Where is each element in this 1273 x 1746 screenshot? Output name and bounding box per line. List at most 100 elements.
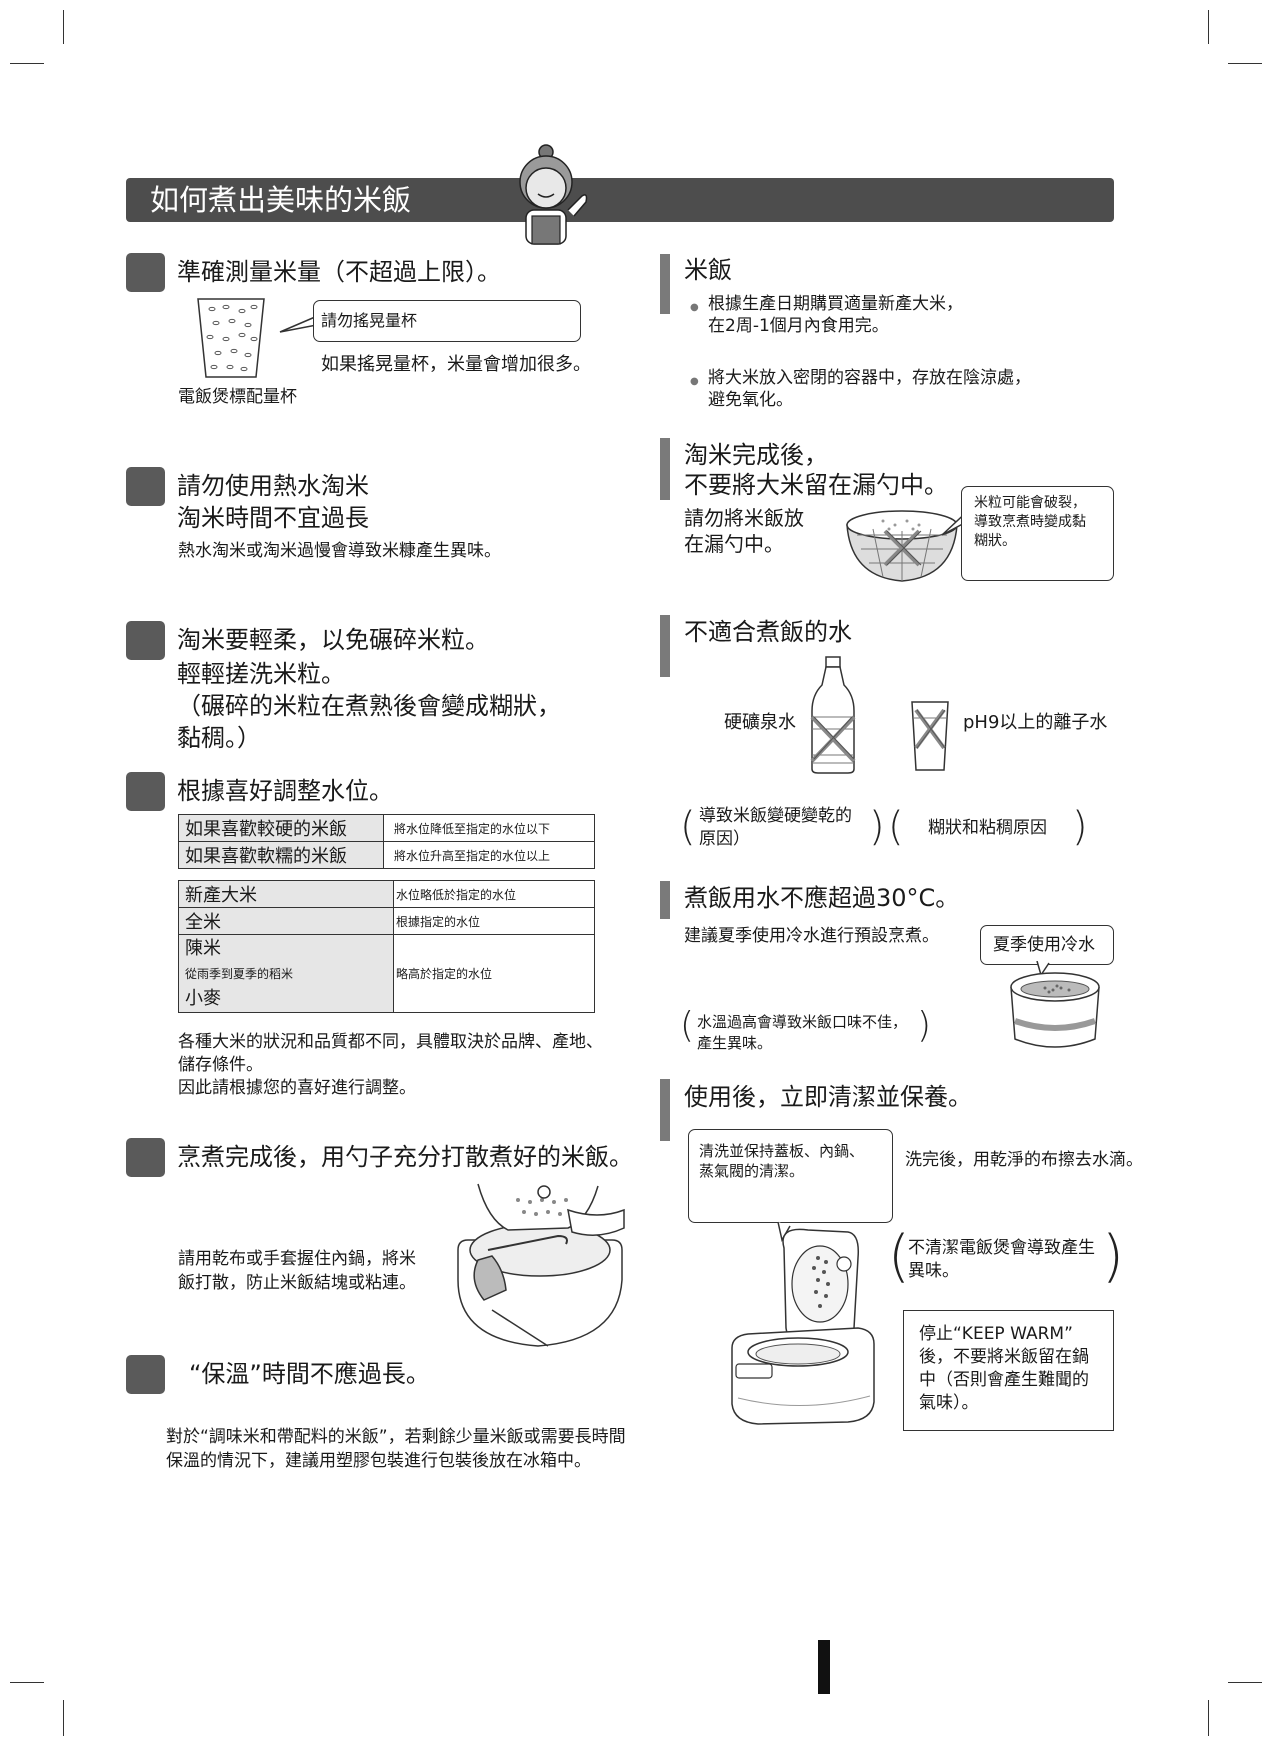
table-cell: 新產大米 bbox=[178, 880, 394, 908]
rice-note-1: 各種大米的狀況和品質都不同，具體取決於品牌、產地、 bbox=[178, 1032, 603, 1052]
rice-heading: 米飯 bbox=[684, 256, 732, 284]
crop-mark bbox=[63, 1700, 64, 1736]
paren-open: ( bbox=[888, 1224, 910, 1289]
title-banner: 如何煮出美味的米飯 bbox=[126, 178, 1114, 222]
water-bottle-image bbox=[810, 656, 856, 774]
section-bar bbox=[660, 438, 670, 500]
reason-hard-2: 原因） bbox=[699, 829, 750, 849]
colander-image bbox=[846, 510, 958, 582]
step-5-body-1: 請用乾布或手套握住內鍋，將米 bbox=[178, 1249, 416, 1269]
drain-heading-1: 淘米完成後， bbox=[684, 441, 828, 469]
step-2-heading-2: 淘米時間不宜過長 bbox=[177, 504, 369, 532]
paren-open: ( bbox=[680, 804, 696, 850]
callout-pointer bbox=[279, 313, 322, 333]
rice-note-2: 儲存條件。 bbox=[178, 1055, 263, 1075]
old-rice-label: 陳米 bbox=[185, 938, 221, 959]
cleaning-heading: 使用後，立即清潔並保養。 bbox=[684, 1083, 972, 1111]
crop-mark bbox=[1228, 1682, 1262, 1683]
paren-close: ) bbox=[1072, 804, 1088, 850]
keep-warm-line-1: 停止“KEEP WARM” bbox=[919, 1324, 1073, 1344]
step-6-heading: “保溫”時間不應過長。 bbox=[189, 1360, 430, 1388]
paren-close: ) bbox=[917, 1005, 932, 1046]
page-title: 如何煮出美味的米飯 bbox=[150, 183, 412, 217]
table-cell: 全米 bbox=[178, 907, 394, 935]
keep-warm-line-2: 後，不要將米飯留在鍋 bbox=[919, 1347, 1089, 1367]
step-2-heading-1: 請勿使用熱水淘米 bbox=[177, 472, 369, 500]
step-6-body-2: 保溫的情況下，建議用塑膠包裝進行包裝後放在冰箱中。 bbox=[166, 1451, 591, 1471]
step-2-body: 熱水淘米或淘米過慢會導致米糠產生異味。 bbox=[178, 541, 501, 561]
section-bar bbox=[660, 615, 670, 677]
page-tab bbox=[818, 1640, 830, 1694]
rice-note-3: 因此請根據您的喜好進行調整。 bbox=[178, 1078, 416, 1098]
paren-close: ) bbox=[869, 804, 885, 850]
section-bar bbox=[660, 1079, 670, 1141]
table-cell: 將水位升高至指定的水位以上 bbox=[383, 841, 595, 869]
keep-warm-line-3: 中（否則會產生難聞的 bbox=[919, 1370, 1089, 1390]
temperature-note-2: 產生異味。 bbox=[697, 1034, 773, 1052]
crop-mark bbox=[1208, 10, 1209, 44]
cup-caption: 電飯煲標配量杯 bbox=[178, 387, 297, 407]
step-marker bbox=[126, 772, 165, 811]
callout-text: 夏季使用冷水 bbox=[993, 935, 1095, 955]
section-bar bbox=[660, 881, 670, 919]
keep-warm-box: 停止“KEEP WARM” 後，不要將米飯留在鍋 中（否則會產生難聞的 氣味）。 bbox=[903, 1310, 1114, 1431]
step-marker bbox=[126, 253, 165, 292]
water-heading: 不適合煮飯的水 bbox=[684, 618, 852, 646]
step-5-heading: 烹煮完成後，用勺子充分打散煮好的米飯。 bbox=[177, 1143, 633, 1171]
step-3-line-2: 輕輕搓洗米粒。 bbox=[177, 660, 345, 688]
inner-pot-image bbox=[1010, 961, 1100, 1048]
water-glass-image bbox=[911, 701, 949, 771]
wheat-label: 小麥 bbox=[185, 988, 221, 1009]
no-shake-callout: 請勿搖晃量杯 bbox=[313, 300, 581, 342]
measuring-cup-image bbox=[197, 298, 265, 378]
step-5-body-2: 飯打散，防止米飯結塊或粘連。 bbox=[178, 1273, 416, 1293]
crop-mark bbox=[63, 10, 64, 44]
summer-rice-label: 從雨季到夏季的稻米 bbox=[185, 967, 294, 981]
crop-mark bbox=[10, 1682, 44, 1683]
odor-note-1: 不清潔電飯煲會導致產生 bbox=[908, 1238, 1095, 1258]
crop-mark bbox=[10, 63, 44, 64]
step-3-line-4: 黏稠。） bbox=[177, 724, 261, 752]
rice-bullet-1b: 在2周-1個月內食用完。 bbox=[708, 316, 889, 336]
crop-mark bbox=[1208, 1700, 1209, 1736]
drain-heading-2: 不要將大米留在漏勺中。 bbox=[684, 471, 948, 499]
callout-text: 導致烹煮時變成黏 bbox=[974, 514, 1086, 530]
crack-warning-callout: 米粒可能會破裂， 導致烹煮時變成黏 糊狀。 bbox=[961, 486, 1114, 581]
shake-note: 如果搖晃量杯，米量會增加很多。 bbox=[321, 354, 591, 375]
rice-type-table: 新產大米 水位略低於指定的水位 全米 根據指定的水位 陳米 從雨季到夏季的稻米 … bbox=[178, 880, 595, 1013]
section-bar bbox=[660, 254, 670, 314]
paren-open: ( bbox=[888, 804, 904, 850]
wipe-note: 洗完後，用乾淨的布擦去水滴。 bbox=[905, 1150, 1143, 1170]
reason-sticky: 糊狀和粘稠原因 bbox=[928, 818, 1047, 838]
table-cell: 如果喜歡較硬的米飯 bbox=[178, 814, 384, 842]
drain-sub-1: 請勿將米飯放 bbox=[684, 506, 804, 530]
callout-text: 米粒可能會破裂， bbox=[974, 495, 1086, 511]
callout-text: 糊狀。 bbox=[974, 533, 1016, 549]
table-cell-old-rice: 陳米 從雨季到夏季的稻米 小麥 bbox=[178, 934, 394, 1013]
table-cell: 將水位降低至指定的水位以下 bbox=[383, 814, 595, 842]
mineral-water-label: 硬礦泉水 bbox=[724, 712, 796, 733]
crop-mark bbox=[1228, 63, 1262, 64]
step-3-line-3: （碾碎的米粒在煮熟後會變成糊狀， bbox=[177, 692, 561, 720]
callout-text: 請勿搖晃量杯 bbox=[321, 311, 418, 330]
callout-text: 清洗並保持蓋板、內鍋、 bbox=[699, 1142, 865, 1160]
step-marker bbox=[126, 1355, 165, 1394]
odor-note-2: 異味。 bbox=[908, 1261, 959, 1281]
step-marker bbox=[126, 467, 165, 506]
rice-bullet-2b: 避免氧化。 bbox=[708, 390, 793, 410]
cold-water-callout: 夏季使用冷水 bbox=[980, 925, 1114, 965]
rice-bullet-1a: 根據生產日期購買適量新產大米， bbox=[690, 293, 963, 319]
step-marker bbox=[126, 621, 165, 660]
temperature-note-1: 水溫過高會導致米飯口味不佳， bbox=[697, 1013, 908, 1031]
paren-close: ) bbox=[1102, 1224, 1124, 1289]
step-3-heading: 淘米要輕柔，以免碾碎米粒。 bbox=[177, 626, 489, 654]
chef-illustration bbox=[519, 144, 588, 245]
step-marker bbox=[126, 1138, 165, 1177]
step-6-body-1: 對於“調味米和帶配料的米飯”，若剩餘少量米飯或需要長時間 bbox=[166, 1427, 626, 1447]
step-4-heading: 根據喜好調整水位。 bbox=[177, 777, 393, 805]
keep-warm-line-4: 氣味）。 bbox=[919, 1393, 979, 1413]
paren-open: ( bbox=[680, 1005, 695, 1046]
table-cell: 略高於指定的水位 bbox=[393, 934, 595, 1013]
callout-text: 蒸氣閥的清潔。 bbox=[699, 1162, 805, 1180]
clean-parts-callout: 清洗並保持蓋板、內鍋、 蒸氣閥的清潔。 bbox=[688, 1129, 893, 1223]
